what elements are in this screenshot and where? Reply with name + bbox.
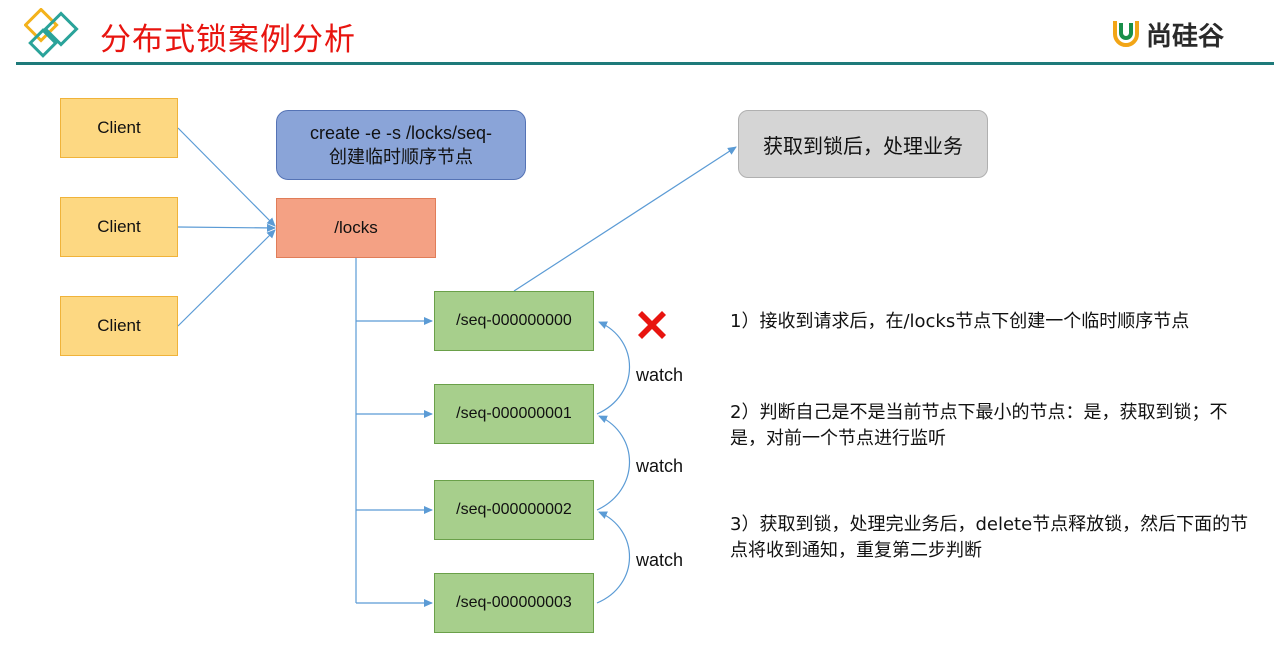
step-3-text: 3）获取到锁，处理完业务后，delete节点释放锁，然后下面的节点将收到通知，重… bbox=[730, 514, 1249, 561]
seq-node-3: /seq-000000003 bbox=[434, 573, 594, 633]
watch-label-3: watch bbox=[636, 550, 684, 570]
red-x-icon bbox=[632, 305, 672, 345]
client-node-2: Client bbox=[60, 197, 178, 257]
brand-name: 尚硅谷 bbox=[1146, 22, 1225, 52]
seq-node-2: /seq-000000002 bbox=[434, 480, 594, 540]
brand-logo-icon bbox=[1112, 17, 1140, 47]
seq-node-1: /seq-000000001 bbox=[434, 384, 594, 444]
watch-label-2: watch bbox=[636, 456, 684, 476]
step-1-text: 1）接收到请求后，在/locks节点下创建一个临时顺序节点 bbox=[730, 311, 1190, 332]
logo-diamond-icon bbox=[23, 7, 82, 62]
client-node-3: Client bbox=[60, 296, 178, 356]
client-node-1: Client bbox=[60, 98, 178, 158]
page-title: 分布式锁案例分析 bbox=[100, 22, 356, 58]
lock-acquired-note: 获取到锁后，处理业务 bbox=[738, 110, 988, 178]
step-2-text: 2）判断自己是不是当前节点下最小的节点：是，获取到锁；不是，对前一个节点进行监听 bbox=[730, 402, 1228, 449]
watch-label-1: watch bbox=[636, 365, 684, 385]
header-divider bbox=[16, 62, 1274, 65]
create-command-note: create -e -s /locks/seq- 创建临时顺序节点 bbox=[276, 110, 526, 180]
create-command-desc: 创建临时顺序节点 bbox=[329, 147, 473, 167]
locks-root-node: /locks bbox=[276, 198, 436, 258]
create-command-line: create -e -s /locks/seq- bbox=[309, 123, 493, 143]
seq-node-0: /seq-000000000 bbox=[434, 291, 594, 351]
